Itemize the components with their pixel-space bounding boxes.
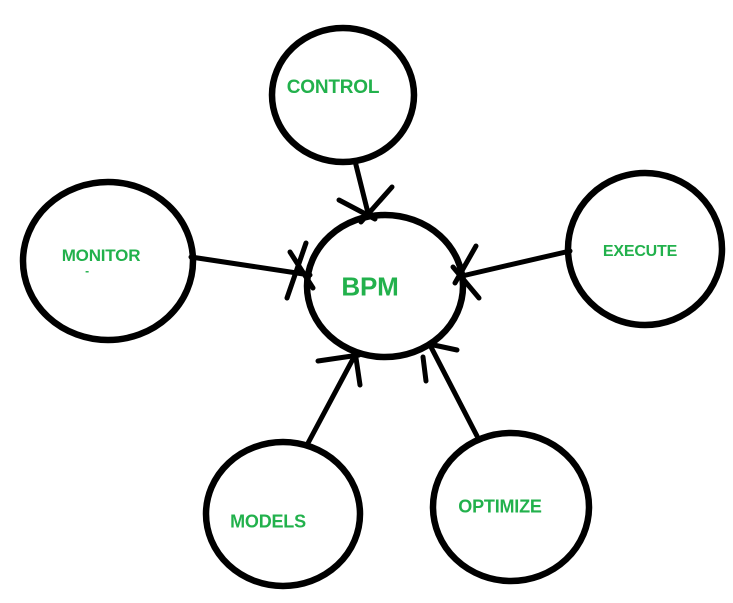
arrow-execute-to-bpm — [450, 243, 573, 301]
node-label-control: CONTROL — [286, 77, 380, 98]
stray-dash-mark: - — [85, 264, 89, 278]
node-label-monitor: MONITOR — [61, 246, 141, 265]
node-label-execute: EXECUTE — [602, 243, 678, 260]
node-label-bpm: BPM — [341, 271, 399, 302]
node-circle-monitor — [19, 178, 197, 344]
node-label-optimize: OPTIMIZE — [458, 496, 542, 517]
arrow-control-to-bpm — [336, 158, 395, 225]
arrow-models-to-bpm — [304, 352, 363, 448]
arrow-optimize-to-bpm — [420, 341, 480, 439]
node-circle-control — [268, 24, 418, 166]
node-circle-bpm — [303, 211, 467, 361]
arrow-monitor-to-bpm — [188, 240, 316, 301]
node-circle-optimize — [429, 429, 593, 585]
node-label-models: MODELS — [230, 511, 306, 532]
node-circle-models — [202, 438, 364, 590]
